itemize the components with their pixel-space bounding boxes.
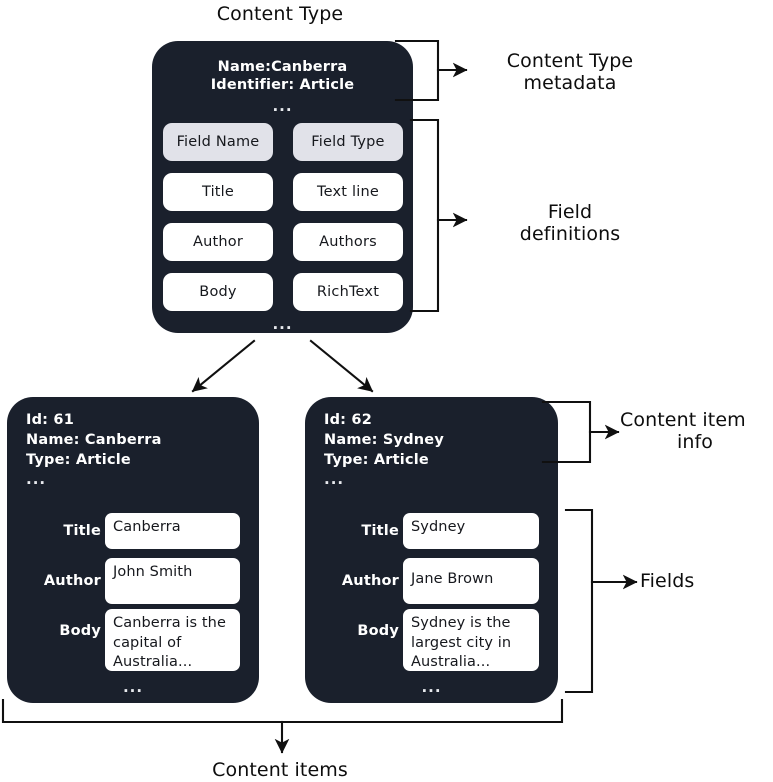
- callout-content-item-info-line2: info: [676, 431, 714, 453]
- arrow-to-canberra-item: [191, 339, 256, 393]
- content-item-id-canberra: Id: 61: [26, 412, 74, 428]
- bracket-field-definitions: [409, 118, 468, 313]
- callout-content-item-info-line1: Content item: [620, 409, 746, 431]
- content-item-fields-ellipsis-canberra: ...: [122, 678, 144, 696]
- content-item-field-value-body-canberra: Canberra is the capital of Australia...: [105, 609, 240, 671]
- content-item-field-label-body-sydney: Body: [357, 623, 399, 639]
- field-type-author: Authors: [293, 223, 403, 261]
- callout-content-items: Content items: [212, 759, 348, 781]
- content-item-field-label-author-canberra: Author: [43, 573, 101, 589]
- callout-field-definitions-line2: definitions: [519, 223, 621, 245]
- content-type-card: Name:Canberra Identifier: Article ... Fi…: [152, 41, 413, 333]
- content-item-meta-ellipsis-sydney: ...: [324, 470, 345, 488]
- content-type-fields-ellipsis: ...: [272, 315, 293, 333]
- column-header-field-name: Field Name: [163, 123, 273, 161]
- content-item-field-value-author-sydney: Jane Brown: [403, 558, 539, 604]
- content-item-field-value-title-sydney: Sydney: [403, 513, 539, 549]
- content-item-field-label-body-canberra: Body: [59, 623, 101, 639]
- field-type-title: Text line: [293, 173, 403, 211]
- content-item-fields-ellipsis-sydney: ...: [421, 678, 442, 696]
- callout-field-definitions-line1: Field: [547, 201, 593, 223]
- content-item-field-value-author-canberra: John Smith: [105, 558, 240, 604]
- content-type-meta-ellipsis: ...: [272, 97, 293, 115]
- content-item-field-value-title-canberra: Canberra: [105, 513, 240, 549]
- content-item-meta-ellipsis-canberra: ...: [26, 470, 47, 488]
- content-item-field-label-title-sydney: Title: [361, 523, 399, 539]
- content-item-name-canberra: Name: Canberra: [26, 432, 162, 448]
- content-item-field-value-body-sydney: Sydney is the largest city in Australia.…: [403, 609, 539, 671]
- content-item-name-sydney: Name: Sydney: [324, 432, 444, 448]
- field-name-author: Author: [163, 223, 273, 261]
- bracket-content-items: [1, 698, 564, 754]
- callout-content-type-metadata-line2: metadata: [523, 72, 617, 94]
- field-name-body: Body: [163, 273, 273, 311]
- content-item-card-sydney: Id: 62 Name: Sydney Type: Article ... Ti…: [305, 397, 558, 703]
- content-item-field-label-author-sydney: Author: [341, 573, 399, 589]
- content-type-name: Name:Canberra: [217, 59, 348, 75]
- callout-fields: Fields: [640, 570, 695, 592]
- content-item-type-sydney: Type: Article: [324, 452, 429, 468]
- bracket-fields: [564, 508, 638, 694]
- content-item-type-canberra: Type: Article: [26, 452, 131, 468]
- column-header-field-type: Field Type: [293, 123, 403, 161]
- content-type-identifier: Identifier: Article: [210, 77, 355, 93]
- diagram-title: Content Type: [216, 3, 344, 25]
- arrow-to-sydney-item: [309, 339, 374, 393]
- content-item-card-canberra: Id: 61 Name: Canberra Type: Article ... …: [7, 397, 259, 703]
- field-name-title: Title: [163, 173, 273, 211]
- field-type-body: RichText: [293, 273, 403, 311]
- content-item-id-sydney: Id: 62: [324, 412, 372, 428]
- content-item-field-label-title-canberra: Title: [63, 523, 101, 539]
- callout-content-type-metadata-line1: Content Type: [506, 50, 634, 72]
